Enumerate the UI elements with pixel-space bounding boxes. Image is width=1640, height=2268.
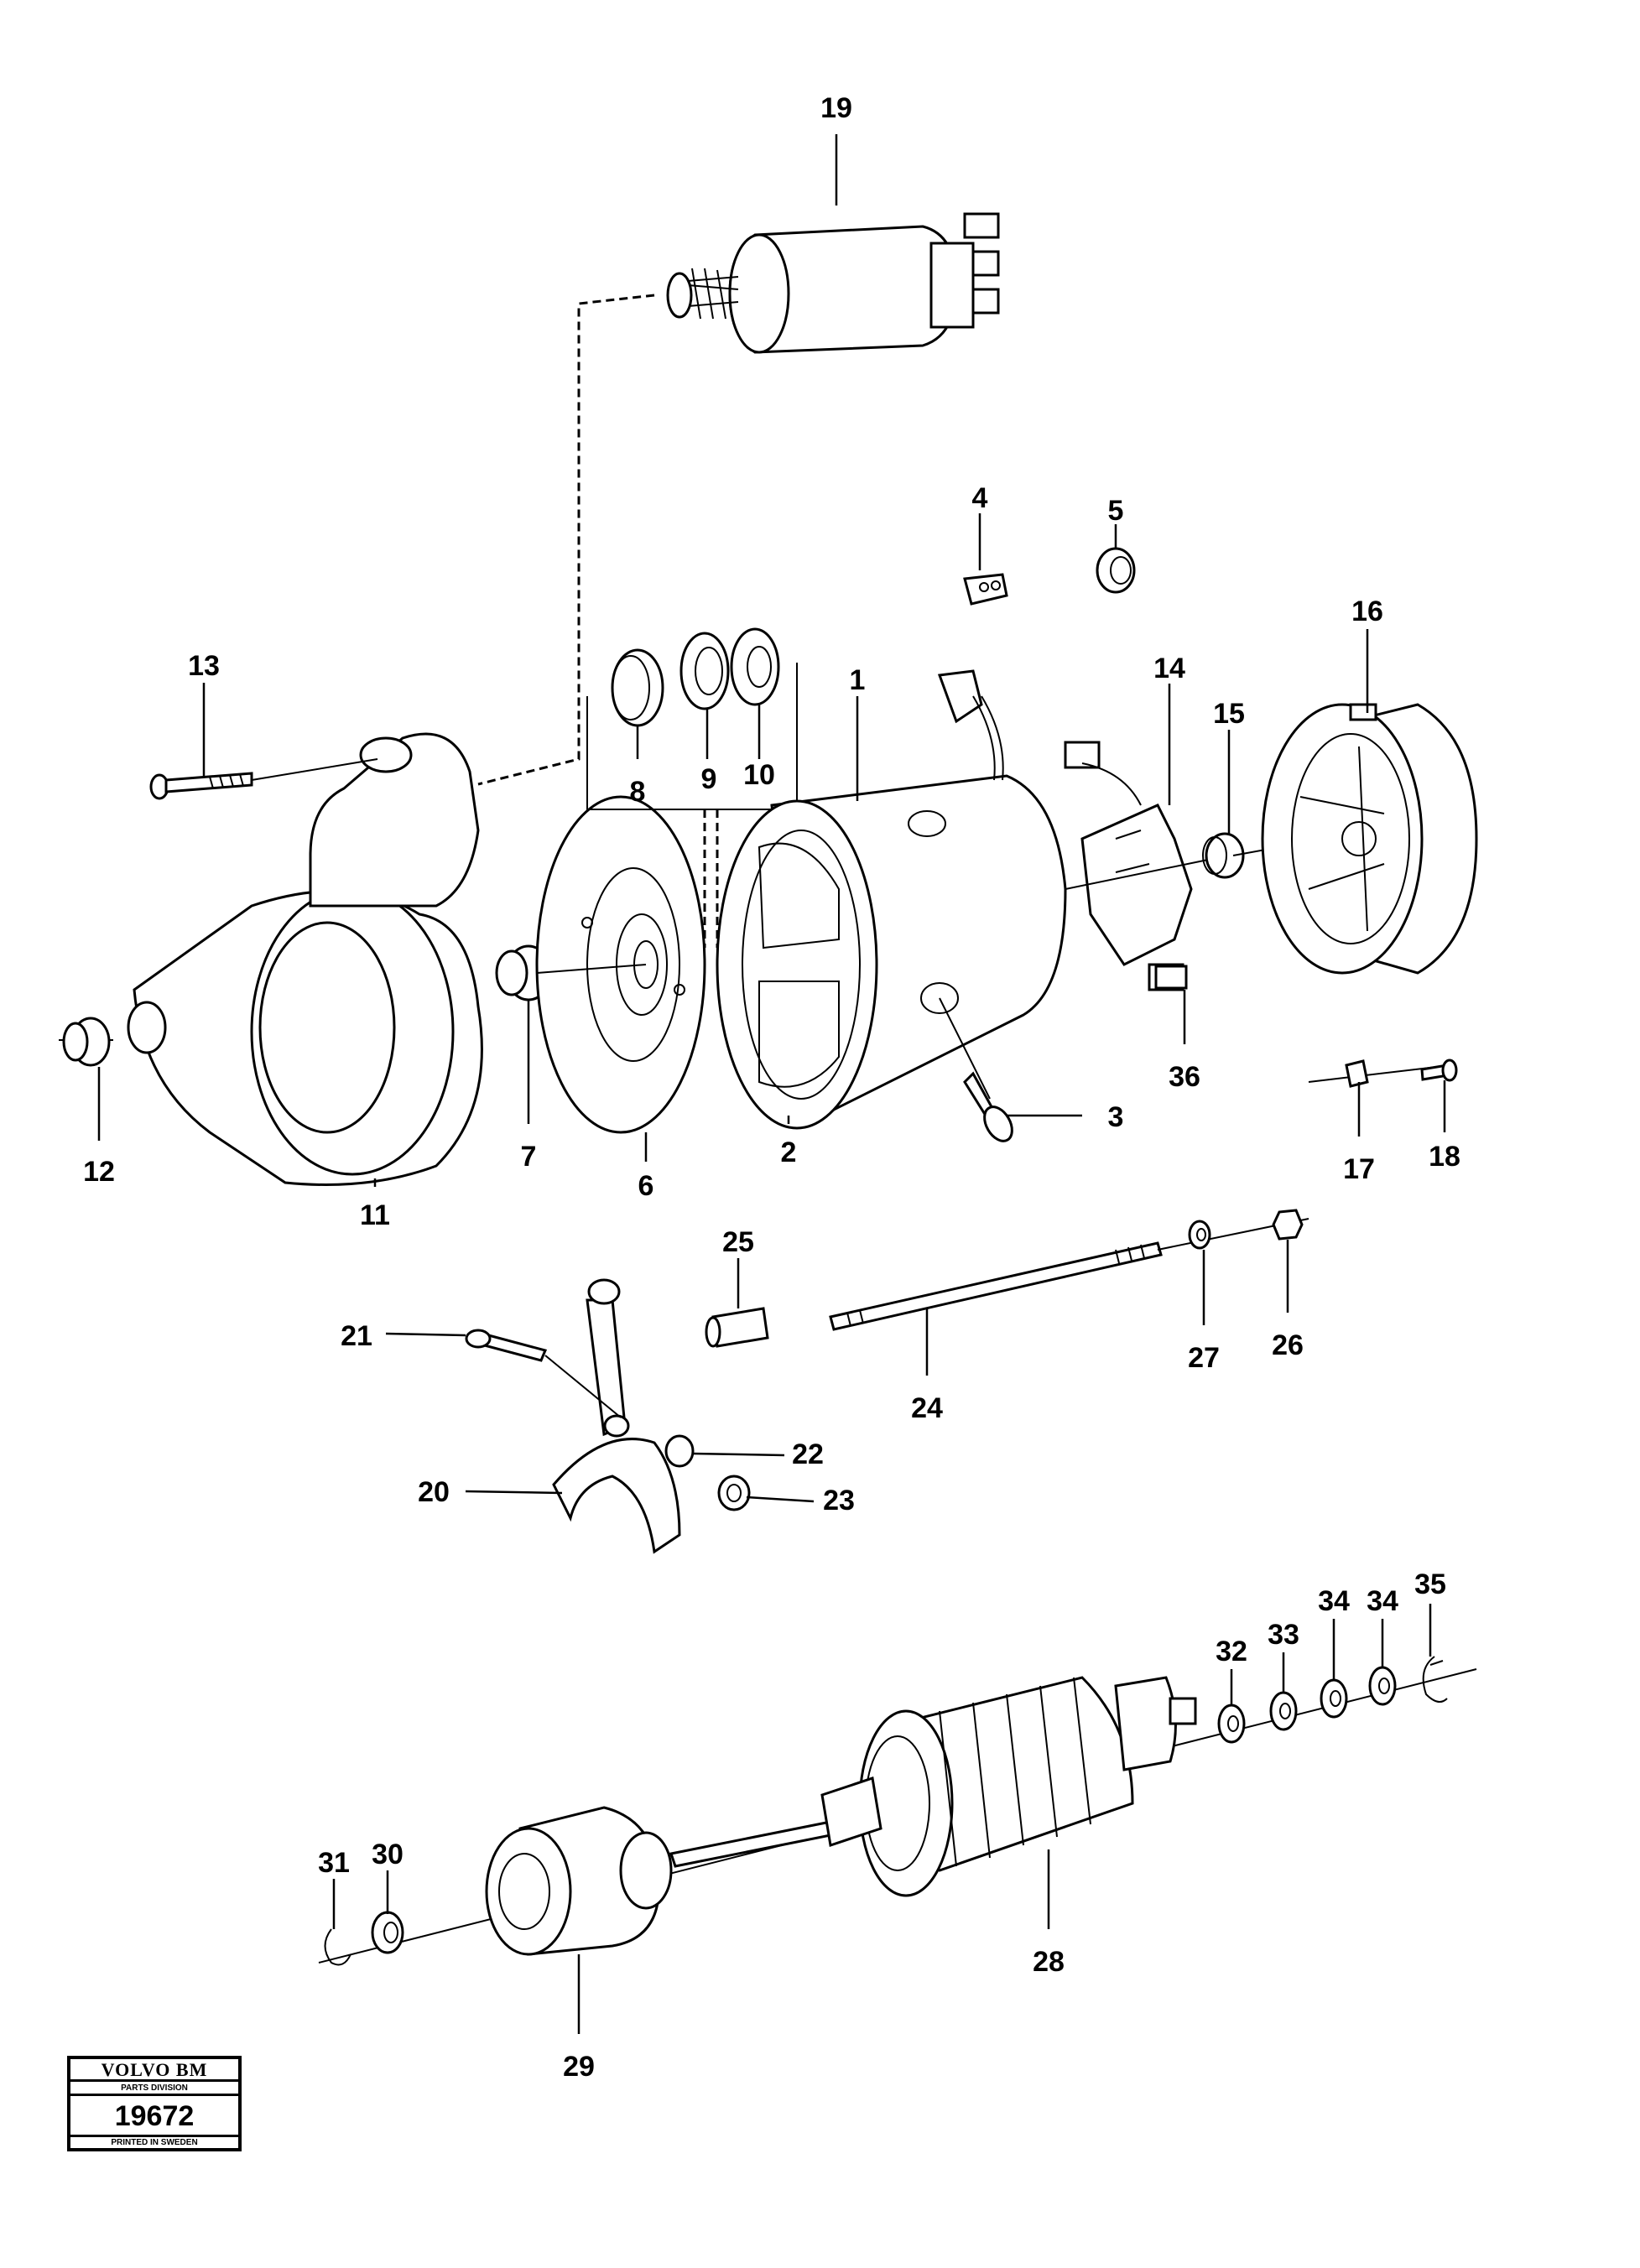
solenoid-link-dashed — [477, 294, 655, 786]
callout-11: 11 — [360, 1199, 390, 1231]
part-5-seal — [1096, 547, 1136, 594]
callout-29: 29 — [563, 2051, 595, 2083]
part-26-nut — [1272, 1209, 1304, 1241]
stamp-brand: VOLVO BM — [70, 2061, 238, 2082]
part-28-armature — [318, 1668, 1477, 1964]
callout-7: 7 — [521, 1141, 537, 1173]
callout-8: 8 — [630, 776, 646, 808]
callout-25: 25 — [722, 1226, 754, 1258]
callout-21: 21 — [341, 1320, 372, 1352]
callout-14: 14 — [1153, 653, 1185, 684]
part-35-clip — [1422, 1656, 1448, 1703]
part-30-ring — [371, 1911, 404, 1954]
callout-32: 32 — [1216, 1636, 1247, 1667]
callout-2: 2 — [781, 1137, 797, 1168]
callout-19: 19 — [820, 92, 852, 124]
part-12-bushing — [59, 1017, 113, 1067]
part-36-brush — [1154, 965, 1188, 990]
callout-34a: 34 — [1318, 1585, 1350, 1617]
callout-24: 24 — [911, 1392, 943, 1424]
part-16-end-cover — [1261, 703, 1478, 975]
callout-35: 35 — [1414, 1568, 1446, 1600]
part-3-screw — [939, 997, 1013, 1142]
part-34b-washer — [1368, 1666, 1397, 1706]
part-23-nut — [717, 1475, 751, 1511]
volvo-bm-stamp: VOLVO BM PARTS DIVISION 19672 PRINTED IN… — [67, 2056, 242, 2151]
callout-34b: 34 — [1367, 1585, 1398, 1617]
part-18-screw — [1420, 1059, 1458, 1082]
callout-9: 9 — [701, 763, 717, 795]
callout-16: 16 — [1351, 596, 1383, 627]
stamp-division: PARTS DIVISION — [70, 2083, 238, 2096]
part-34a-washer — [1320, 1678, 1348, 1719]
callout-23: 23 — [823, 1485, 855, 1516]
part-6-plate — [535, 795, 706, 1134]
part-11-drive-housing — [127, 732, 483, 1186]
part-25-sleeve — [705, 1307, 769, 1348]
callout-6: 6 — [638, 1170, 654, 1202]
group-link-dashed — [703, 809, 719, 948]
part-29-drive-pinion — [485, 1806, 673, 1956]
callout-12: 12 — [83, 1156, 115, 1188]
stamp-number: 19672 — [70, 2098, 238, 2137]
stamp-printed: PRINTED IN SWEDEN — [111, 2138, 198, 2147]
part-1-field-housing — [716, 669, 1067, 1130]
callout-1: 1 — [850, 664, 866, 696]
callout-31: 31 — [318, 1847, 350, 1879]
callout-3: 3 — [1108, 1101, 1124, 1133]
callout-4: 4 — [972, 482, 988, 514]
callout-22: 22 — [792, 1438, 824, 1470]
callout-20: 20 — [418, 1476, 450, 1508]
callout-33: 33 — [1268, 1619, 1299, 1651]
part-4-clip — [963, 573, 1008, 606]
part-31-circlip — [324, 1928, 351, 1966]
callout-30: 30 — [372, 1839, 403, 1870]
callout-13: 13 — [188, 650, 220, 682]
part-13-bolt — [149, 758, 378, 800]
part-27-washer — [1188, 1220, 1211, 1250]
part-20-fork-lever — [552, 1278, 681, 1554]
part-14-brush-holder — [1064, 741, 1209, 991]
callout-26: 26 — [1272, 1329, 1304, 1361]
callout-17: 17 — [1343, 1153, 1375, 1185]
callout-36: 36 — [1169, 1061, 1200, 1093]
callout-5: 5 — [1108, 495, 1124, 527]
callout-15: 15 — [1213, 698, 1245, 730]
part-24-through-bolt — [829, 1218, 1309, 1331]
part-21-pin — [465, 1329, 622, 1418]
leader-lines — [97, 134, 1446, 2034]
callout-10: 10 — [743, 759, 775, 791]
part-19-solenoid — [666, 212, 1000, 354]
callout-18: 18 — [1429, 1141, 1460, 1173]
parts-8-9-10-group — [586, 627, 798, 810]
callout-numbers: 19 4 5 13 8 9 10 1 14 15 16 36 3 17 18 2… — [83, 92, 1460, 2083]
part-32-washer — [1217, 1704, 1246, 1744]
part-22-washer — [664, 1434, 695, 1468]
part-33-washer — [1269, 1691, 1298, 1731]
callout-28: 28 — [1033, 1946, 1065, 1978]
callout-27: 27 — [1188, 1342, 1220, 1374]
